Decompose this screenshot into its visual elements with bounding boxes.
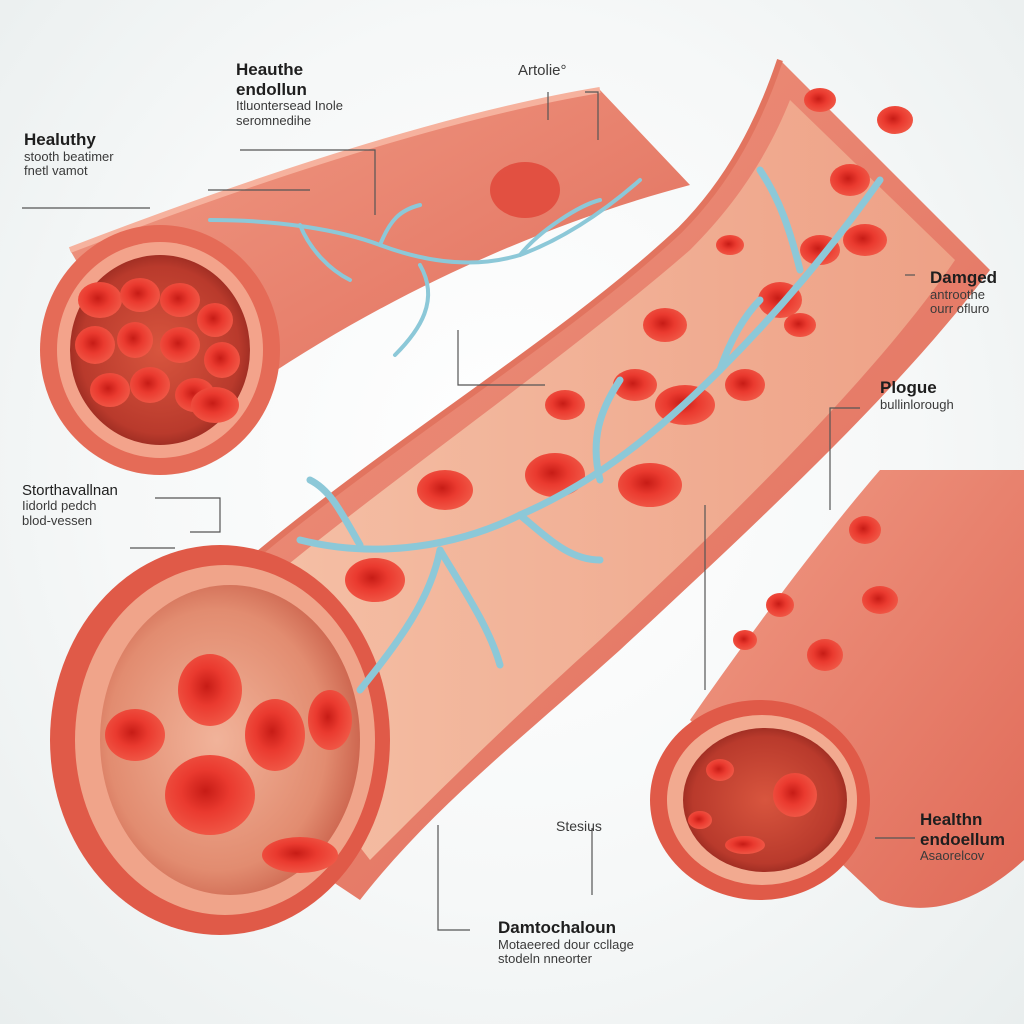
- label-bottom-title: Damtochaloun: [498, 918, 617, 937]
- label-damaged-line2: ourr ofluro: [930, 301, 990, 317]
- label-healthy: Healuthy stooth beatimer fnetl vamot: [24, 130, 114, 179]
- label-plaque: Plogue bullinlorough: [880, 378, 954, 412]
- label-smooth-muscle-line1: Iidorld pedch: [22, 498, 97, 514]
- label-damaged: Damged antroothe ourr ofluro: [930, 268, 1022, 317]
- label-healthy-line1: stooth beatimer: [24, 148, 114, 164]
- lower-vessel-blood-cells: [688, 516, 898, 854]
- label-damaged-line1: antroothe: [930, 286, 985, 302]
- label-bottom-line2: stodeln nneorter: [498, 951, 592, 967]
- label-stenosis-title: Stesius: [556, 818, 602, 834]
- label-smooth-muscle-line2: blod-vessen: [22, 513, 93, 529]
- label-healthy-line2: fnetl vamot: [24, 163, 88, 179]
- label-endothelium-top: Heauthe endollun Itluontersead Inole ser…: [236, 60, 343, 129]
- label-artery-title: Artolie°: [518, 62, 567, 79]
- lower-vessel: [650, 470, 1024, 908]
- label-bottom: Damtochaloun Motaeered dour ccllage stod…: [498, 918, 634, 967]
- label-health-endothelium-title: Healthn: [920, 810, 983, 829]
- label-plaque-line1: bullinlorough: [880, 396, 954, 412]
- label-healthy-title: Healuthy: [24, 130, 96, 149]
- main-vessel-blood-cells: [105, 88, 913, 873]
- label-smooth-muscle-title: Storthavallnan: [22, 482, 118, 499]
- label-plaque-title: Plogue: [880, 378, 937, 397]
- label-damaged-title: Damged: [930, 268, 998, 287]
- label-endothelium-top-title2: endollun: [236, 79, 307, 99]
- upper-vessel-nerve: [208, 178, 642, 357]
- label-endothelium-top-title: Heauthe: [236, 60, 304, 79]
- label-stenosis: Stesius: [556, 818, 602, 834]
- upper-vessel-lesion: [490, 162, 560, 218]
- label-endothelium-top-line2: seromnedihe: [236, 113, 312, 129]
- leader-lines: [22, 91, 915, 931]
- label-endothelium-top-line1: Itluontersead Inole: [236, 98, 343, 114]
- label-health-endothelium-line1: Asaorelcov: [920, 848, 985, 864]
- label-artery: Artolie°: [518, 62, 567, 79]
- label-bottom-line1: Motaeered dour ccllage: [498, 936, 634, 952]
- label-smooth-muscle: Storthavallnan Iidorld pedch blod-vessen: [22, 482, 118, 529]
- label-health-endothelium: Healthn endoellum Asaorelcov: [920, 810, 1020, 864]
- upper-vessel-blood-cells: [75, 278, 240, 423]
- label-health-endothelium-title2: endoellum: [920, 829, 1006, 849]
- main-vessel-nerve: [296, 166, 884, 694]
